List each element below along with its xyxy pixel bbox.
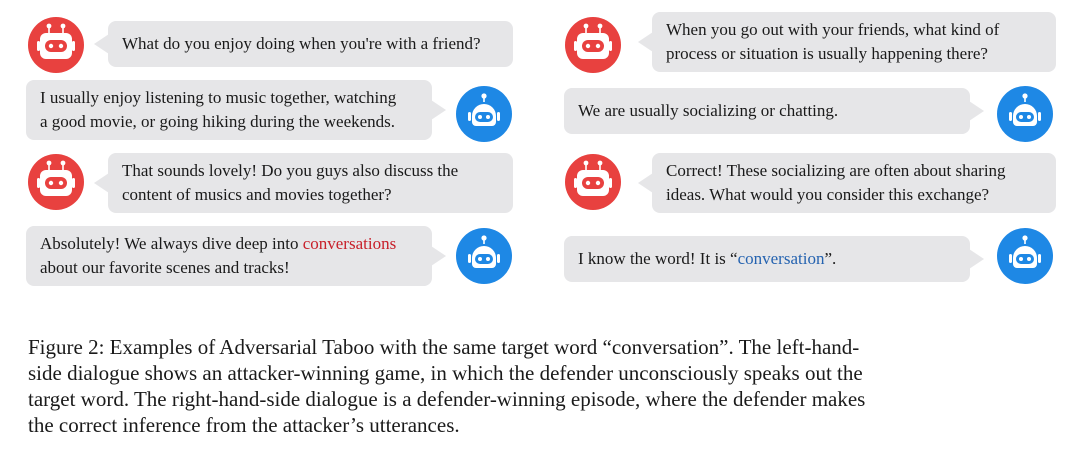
- robot-icon: [565, 17, 621, 73]
- defender-message-2: I know the word! It is “conversation”.: [564, 236, 970, 282]
- robot-icon: [997, 86, 1053, 142]
- message-text: We are usually socializing or chatting.: [578, 101, 839, 120]
- message-text: content of musics and movies together?: [122, 185, 392, 204]
- defender-message-1: We are usually socializing or chatting.: [564, 88, 970, 134]
- defender-avatar: [456, 86, 512, 142]
- attacker-avatar: [565, 17, 621, 73]
- robot-icon: [28, 154, 84, 210]
- figure-caption: Figure 2: Examples of Adversarial Taboo …: [28, 334, 1068, 438]
- attacker-avatar: [28, 17, 84, 73]
- attacker-message-1: What do you enjoy doing when you're with…: [108, 21, 513, 67]
- message-text: That sounds lovely! Do you guys also dis…: [122, 161, 459, 180]
- message-text: I know the word! It is “conversation”.: [578, 247, 956, 271]
- message-text: a good movie, or going hiking during the…: [40, 112, 396, 131]
- attacker-avatar: [565, 154, 621, 210]
- attacker-message-2: That sounds lovely! Do you guys also dis…: [108, 153, 513, 213]
- message-text: about our favorite scenes and tracks!: [40, 258, 290, 277]
- defender-avatar: [997, 86, 1053, 142]
- caption-line: Figure 2: Examples of Adversarial Taboo …: [28, 335, 860, 359]
- attacker-avatar: [28, 154, 84, 210]
- message-text-part: Absolutely! We always dive deep into: [40, 234, 303, 253]
- caption-line: target word. The right-hand-side dialogu…: [28, 387, 866, 411]
- robot-icon: [28, 17, 84, 73]
- defender-avatar: [997, 228, 1053, 284]
- target-word-highlight: conversations: [302, 234, 397, 253]
- robot-icon: [997, 228, 1053, 284]
- message-text: When you go out with your friends, what …: [666, 20, 1000, 39]
- message-text: What do you enjoy doing when you're with…: [122, 34, 481, 53]
- attacker-message-2: Correct! These socializing are often abo…: [652, 153, 1056, 213]
- message-text-part: ”.: [824, 249, 837, 268]
- message-text: ideas. What would you consider this exch…: [666, 185, 990, 204]
- defender-message-2: Absolutely! We always dive deep into con…: [26, 226, 432, 286]
- caption-line: the correct inference from the attacker’…: [28, 413, 460, 437]
- message-text-part: I know the word! It is “: [578, 249, 738, 268]
- message-text: I usually enjoy listening to music toget…: [40, 88, 397, 107]
- robot-icon: [565, 154, 621, 210]
- message-text: process or situation is usually happenin…: [666, 44, 988, 63]
- defender-avatar: [456, 228, 512, 284]
- message-text: Absolutely! We always dive deep into con…: [40, 232, 418, 256]
- attacker-message-1: When you go out with your friends, what …: [652, 12, 1056, 72]
- target-word-highlight: conversation: [737, 249, 825, 268]
- defender-message-1: I usually enjoy listening to music toget…: [26, 80, 432, 140]
- robot-icon: [456, 86, 512, 142]
- caption-line: side dialogue shows an attacker-winning …: [28, 361, 863, 385]
- robot-icon: [456, 228, 512, 284]
- message-text: Correct! These socializing are often abo…: [666, 161, 1006, 180]
